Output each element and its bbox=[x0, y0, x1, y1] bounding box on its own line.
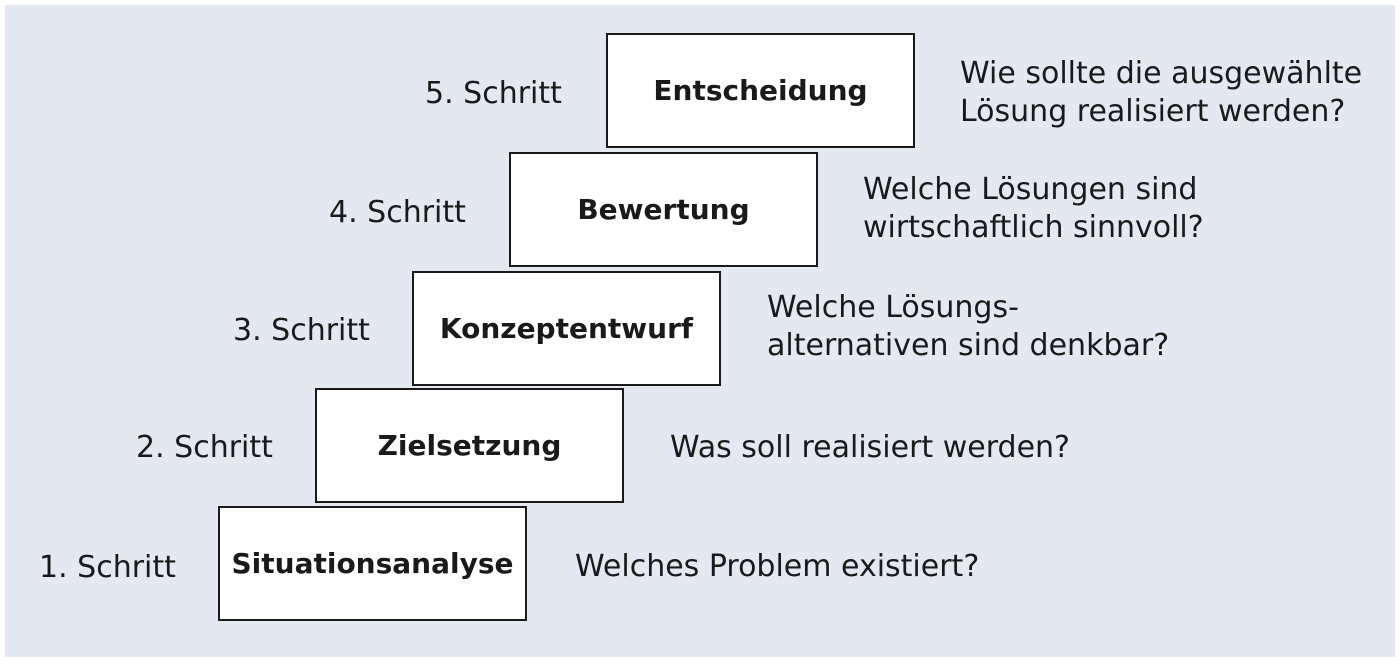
step-1-question-line-1: Welches Problem existiert? bbox=[575, 549, 980, 584]
step-4-box: Bewertung bbox=[509, 152, 818, 267]
step-1-question: Welches Problem existiert? bbox=[575, 548, 979, 586]
step-3-question: Welche Lösungs- alternativen sind denkba… bbox=[767, 289, 1169, 365]
step-3-question-line-2: alternativen sind denkbar? bbox=[767, 328, 1170, 363]
step-3-box: Konzeptentwurf bbox=[412, 271, 721, 386]
step-5-box: Entscheidung bbox=[606, 33, 915, 148]
step-4-question-line-2: wirtschaftlich sinnvoll? bbox=[863, 210, 1204, 245]
step-4-question: Welche Lösungen sind wirtschaftlich sinn… bbox=[863, 171, 1204, 247]
step-2-label: 2. Schritt bbox=[136, 430, 273, 465]
step-1-box: Situationsanalyse bbox=[218, 506, 527, 621]
step-2-question: Was soll realisiert werden? bbox=[670, 429, 1070, 467]
step-2-title: Zielsetzung bbox=[377, 429, 562, 462]
step-5-title: Entscheidung bbox=[653, 74, 868, 107]
step-5-label: 5. Schritt bbox=[425, 76, 562, 111]
step-2-question-line-1: Was soll realisiert werden? bbox=[670, 430, 1070, 465]
step-4-label: 4. Schritt bbox=[329, 195, 466, 230]
step-5-question: Wie sollte die ausgewählte Lösung realis… bbox=[960, 55, 1362, 131]
step-2-box: Zielsetzung bbox=[315, 388, 624, 503]
step-1-label: 1. Schritt bbox=[39, 550, 176, 585]
step-3-question-line-1: Welche Lösungs- bbox=[767, 290, 1019, 325]
step-5-question-line-1: Wie sollte die ausgewählte bbox=[960, 56, 1363, 91]
staircase-diagram: 1. Schritt Situationsanalyse Welches Pro… bbox=[5, 5, 1395, 657]
step-3-title: Konzeptentwurf bbox=[439, 312, 694, 345]
step-4-question-line-1: Welche Lösungen sind bbox=[863, 172, 1198, 207]
step-5-question-line-2: Lösung realisiert werden? bbox=[960, 94, 1346, 129]
step-3-label: 3. Schritt bbox=[233, 313, 370, 348]
step-1-title: Situationsanalyse bbox=[231, 547, 514, 580]
step-4-title: Bewertung bbox=[577, 193, 750, 226]
